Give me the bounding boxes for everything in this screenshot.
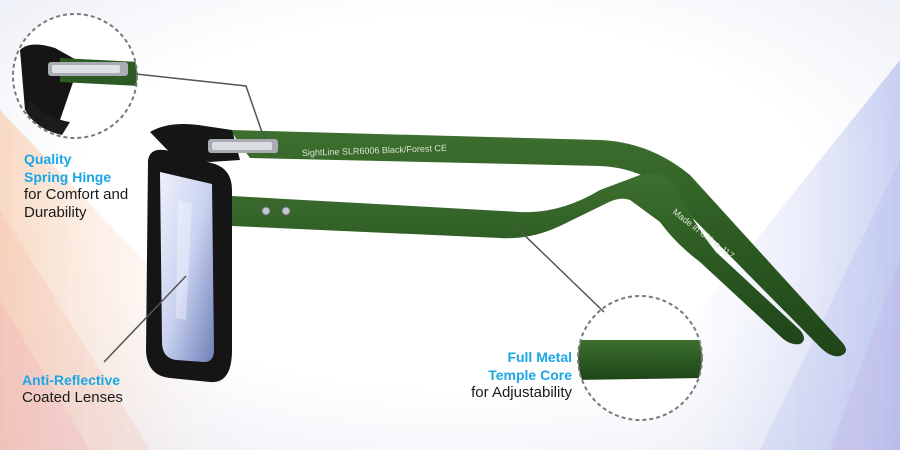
hinge-feature-desc-2: Durability (24, 204, 87, 221)
far-temple: SightLine SLR6006 Black/Forest CE (230, 130, 846, 357)
hinge-feature-title-2: Spring Hinge (24, 169, 112, 185)
leader-line (103, 275, 187, 363)
core-feature-title-2: Temple Core (488, 367, 572, 383)
rivet (261, 206, 271, 216)
core-feature-desc: for Adjustability (471, 384, 572, 401)
core-feature-title-1: Full Metal (507, 349, 572, 365)
temple-core-detail-callout (517, 228, 703, 421)
hinge-feature-desc-1: for Comfort and (24, 186, 129, 203)
front-frame (146, 149, 232, 383)
rivet (281, 206, 291, 216)
lens-feature-title: Anti-Reflective (22, 372, 121, 388)
core-feature-label: Full Metal Temple Core for Adjustability (430, 348, 572, 402)
lens-feature-label: Anti-Reflective Coated Lenses (22, 371, 123, 407)
lens-feature-desc: Coated Lenses (22, 389, 123, 406)
leader-line (135, 73, 265, 139)
hinge-feature-title-1: Quality (24, 151, 72, 167)
hinge-detail-callout (12, 13, 265, 139)
leader-line (517, 228, 605, 313)
hinge-feature-label: Quality Spring Hinge for Comfort and Dur… (24, 150, 128, 222)
